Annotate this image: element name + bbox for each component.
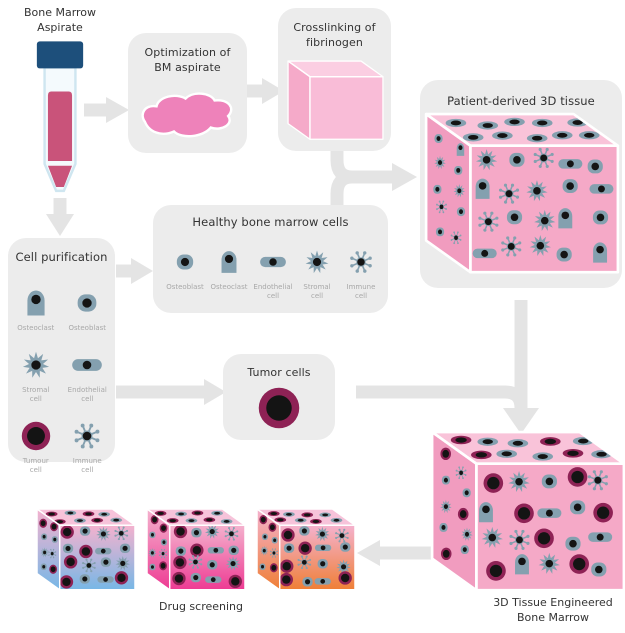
- tube-cap: [36, 41, 84, 69]
- osteoblast-cell-icon: [77, 294, 97, 312]
- cell-label: Immune cell: [346, 283, 376, 301]
- cell-item-stromal: Stromal cell: [13, 346, 59, 404]
- cell-item-endothelial: Endothelial cell: [64, 346, 110, 404]
- cell-label: Osteoblast: [166, 283, 204, 291]
- arrowhead-right-1: [106, 97, 129, 123]
- engineered-bm-label: 3D Tissue Engineered Bone Marrow: [493, 596, 613, 624]
- osteoblast-cell-icon: [176, 254, 194, 270]
- bm-aspirate-blob-icon: [141, 92, 233, 138]
- engineered-bone-marrow-cube-icon: [430, 430, 625, 592]
- cell-label: Osteoclast: [17, 324, 55, 332]
- optimization-title: Optimization of BM aspirate: [144, 46, 231, 74]
- blob-shape: [141, 92, 233, 138]
- patient-tissue-title: Patient-derived 3D tissue: [447, 94, 595, 108]
- cell-item-osteoclast: Osteoclast: [207, 243, 251, 292]
- arrow-healthy-merge: [330, 170, 353, 205]
- cell-label: Stromal cell: [22, 386, 50, 404]
- arrowhead-left-1: [357, 540, 380, 566]
- cell-item-osteoblast: Osteoblast: [64, 284, 110, 333]
- healthy-cell-list: Osteoblast Osteoclast Endothelial cell Stro…: [163, 243, 378, 301]
- bone-marrow-aspirate-tube-icon: [36, 41, 84, 193]
- endothelial-cell-icon: [260, 256, 286, 268]
- crosslinking-title: Crosslinking of fibrinogen: [293, 21, 376, 49]
- arrowhead-right-4: [131, 258, 153, 284]
- cell-label: Endothelial cell: [253, 283, 293, 301]
- arrowhead-right-3: [392, 163, 417, 191]
- fibrinogen-gel-cube-icon: [287, 60, 384, 140]
- tumour-cell-icon: [258, 387, 300, 429]
- cell-label: Tumour cell: [22, 457, 49, 475]
- drug-screening-cube-orange-icon: [256, 508, 356, 591]
- drug-screening-label: Drug screening: [158, 600, 244, 613]
- arrow-tumor-merge: [356, 385, 528, 410]
- drug-screening-cube-blue-icon: [36, 508, 136, 591]
- cell-purification-box: Cell purification: [8, 238, 115, 462]
- osteoclast-cell-icon: [27, 290, 45, 316]
- cell-label: Immune cell: [72, 457, 102, 475]
- tube-liquid-tip: [47, 165, 73, 188]
- cell-item-immune: Immune cell: [64, 417, 110, 475]
- arrowhead-down-2: [503, 408, 539, 434]
- drug-screening-cube-magenta-icon: [146, 508, 246, 591]
- immune-cell-icon: [74, 423, 100, 449]
- cell-label: Stromal cell: [303, 283, 331, 301]
- cell-label: Osteoclast: [210, 283, 248, 291]
- immune-cell-icon: [350, 251, 372, 273]
- cell-item-osteoblast: Osteoblast: [163, 243, 207, 292]
- stromal-cell-icon: [22, 351, 49, 378]
- healthy-cells-title: Healthy bone marrow cells: [192, 215, 349, 229]
- arrowhead-right-5: [204, 379, 226, 405]
- cell-item-osteoclast: Osteoclast: [13, 284, 59, 333]
- cell-label: Endothelial cell: [67, 386, 107, 404]
- tumour-cell-icon: [21, 422, 50, 451]
- endothelial-cell-icon: [72, 359, 103, 371]
- tumor-cells-title: Tumor cells: [247, 366, 311, 379]
- aspirate-label: Bone Marrow Aspirate: [23, 6, 97, 34]
- cell-item-stromal: Stromal cell: [295, 243, 339, 301]
- cell-label: Osteoblast: [68, 324, 107, 332]
- osteoclast-cell-icon: [221, 251, 237, 273]
- tube-liquid: [47, 91, 73, 161]
- cell-purification-title: Cell purification: [15, 250, 108, 264]
- cell-item-tumour: Tumour cell: [13, 417, 59, 475]
- cell-item-endothelial: Endothelial cell: [251, 243, 295, 301]
- patient-derived-tissue-cube-icon: [424, 112, 620, 274]
- stromal-cell-icon: [305, 250, 329, 274]
- arrowhead-right-2: [262, 78, 284, 104]
- cell-item-immune: Immune cell: [339, 243, 383, 301]
- arrowhead-down-1: [46, 214, 74, 236]
